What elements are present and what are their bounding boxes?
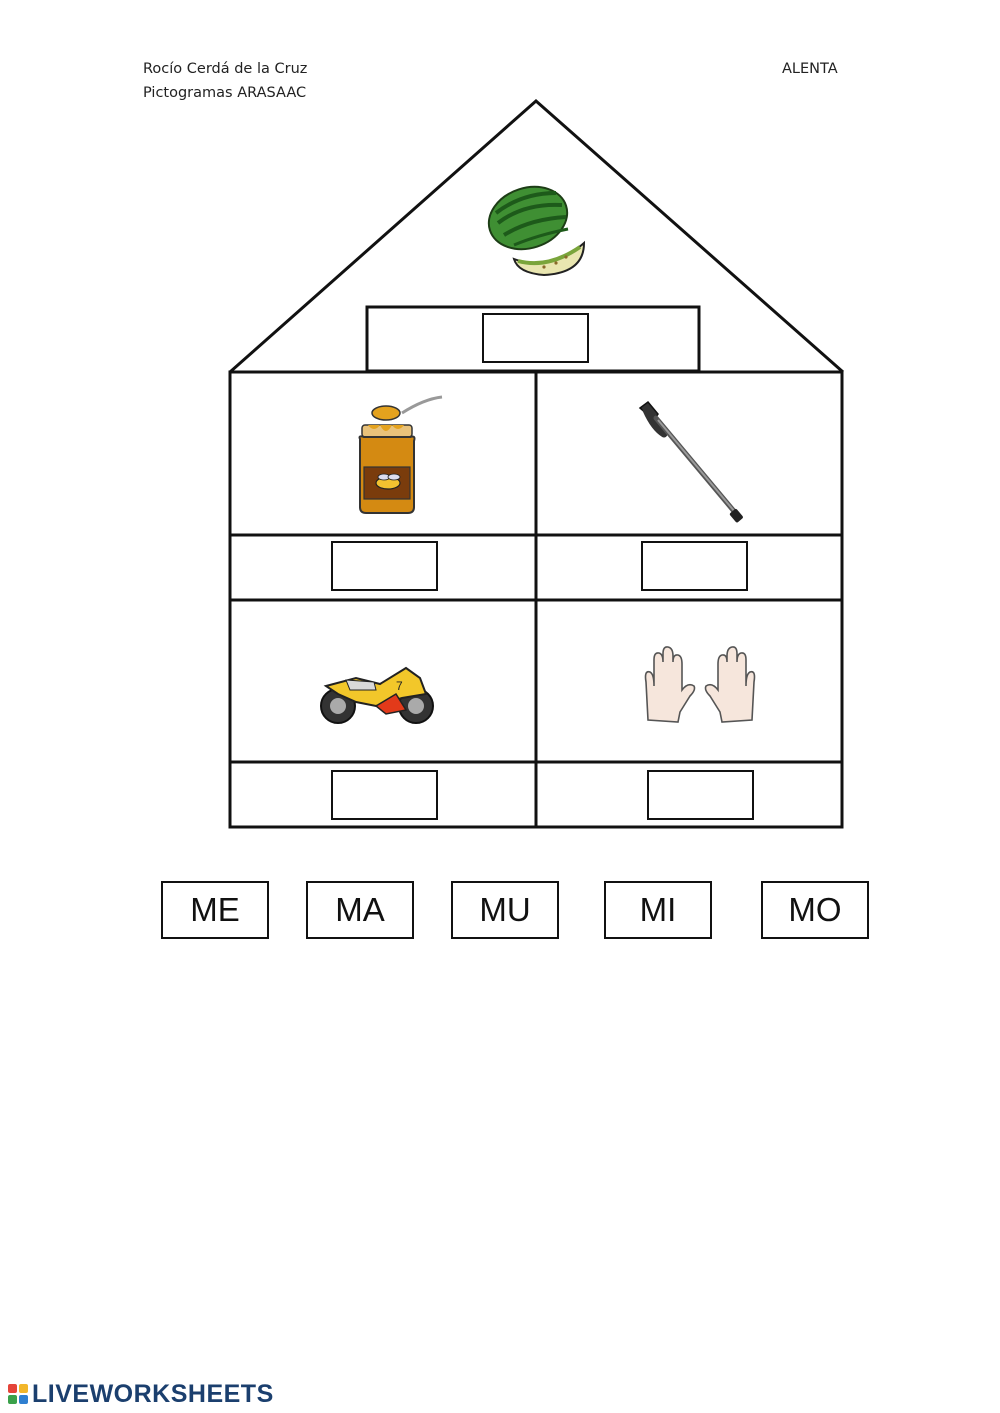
answer-box-honey[interactable]: [331, 541, 438, 591]
liveworksheets-logo[interactable]: LIVEWORKSHEETS: [8, 1379, 274, 1409]
liveworksheets-logo-text: LIVEWORKSHEETS: [32, 1379, 274, 1408]
syllable-chip-me[interactable]: ME: [161, 881, 269, 939]
roof-lines: [229, 98, 844, 374]
honey-jar-icon: [358, 395, 443, 514]
pictogram-credit-text: Pictogramas ARASAAC: [143, 85, 307, 101]
syllable-chip-ma[interactable]: MA: [306, 881, 414, 939]
syllable-chip-mi[interactable]: MI: [604, 881, 712, 939]
author-text: Rocío Cerdá de la Cruz: [143, 61, 308, 77]
answer-box-roof[interactable]: [482, 313, 589, 363]
motorcycle-icon: 7: [320, 666, 434, 724]
crutch-icon: [638, 400, 743, 523]
answer-box-motorcycle[interactable]: [331, 770, 438, 820]
watermelon-icon: [487, 185, 586, 277]
brand-text: ALENTA: [782, 61, 838, 77]
answer-box-crutch[interactable]: [641, 541, 748, 591]
liveworksheets-logo-icon: [8, 1384, 28, 1404]
hands-icon: [644, 646, 756, 723]
answer-box-hands[interactable]: [647, 770, 754, 820]
syllable-chip-mo[interactable]: MO: [761, 881, 869, 939]
syllable-chip-mu[interactable]: MU: [451, 881, 559, 939]
svg-text:7: 7: [396, 679, 403, 693]
